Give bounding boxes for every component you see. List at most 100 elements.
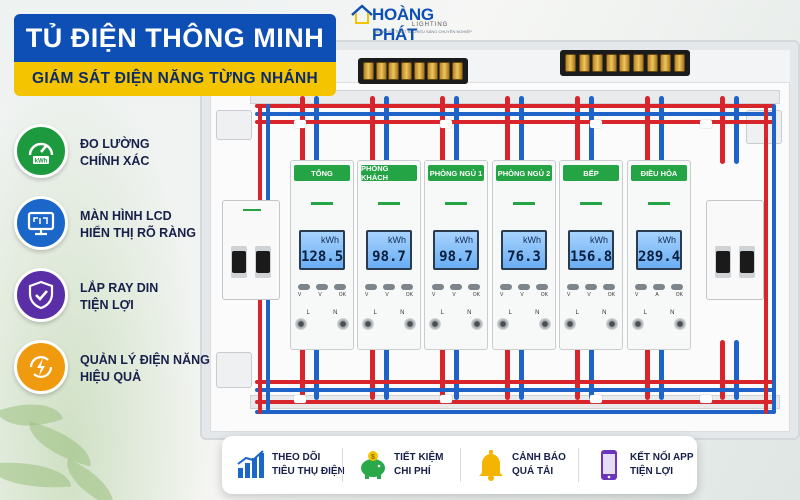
terminal-label: L: [575, 310, 579, 316]
meter-button[interactable]: [432, 284, 444, 290]
meter-button[interactable]: [500, 284, 512, 290]
meter-button-label: OK: [472, 292, 480, 298]
meter-button[interactable]: [653, 284, 665, 290]
meter-button-label: V: [452, 292, 456, 298]
red-wire: [440, 96, 445, 164]
meter-button[interactable]: [536, 284, 548, 290]
cabinet-hinge: [216, 110, 252, 140]
terminal-label: N: [535, 310, 540, 316]
red-wire: [370, 340, 375, 400]
lcd-unit: kWh: [388, 235, 406, 245]
benefit-line2: QUÁ TẢI: [512, 466, 554, 477]
feature-line2: CHÍNH XÁC: [80, 154, 150, 168]
meter-button[interactable]: [603, 284, 615, 290]
lcd-unit: kWh: [523, 235, 541, 245]
meter-label: PHÒNG NGỦ 1: [428, 165, 484, 181]
wire-clip: [440, 395, 452, 403]
main-breaker-right: [706, 200, 764, 300]
red-wire: [255, 120, 775, 124]
meter-button[interactable]: [401, 284, 413, 290]
wire-clip: [440, 120, 452, 128]
breaker-toggle: [232, 251, 246, 273]
meter-button-label: OK: [540, 292, 548, 298]
red-wire: [764, 104, 768, 414]
wire-clip: [700, 395, 712, 403]
terminal-label: L: [373, 310, 377, 316]
terminal-screw: [674, 318, 686, 330]
cabinet-hinge: [216, 352, 252, 388]
red-wire: [575, 340, 580, 400]
meter-button-label: V: [385, 292, 389, 298]
meter-button[interactable]: [365, 284, 377, 290]
meter-button[interactable]: [298, 284, 310, 290]
blue-wire: [734, 340, 739, 400]
page-subtitle: GIÁM SÁT ĐIỆN NĂNG TỪNG NHÁNH: [14, 62, 336, 96]
logo-lighting: LIGHTING: [412, 22, 449, 28]
terminal-label: N: [333, 310, 338, 316]
meter-button[interactable]: [383, 284, 395, 290]
terminal-screw: [429, 318, 441, 330]
meter-button-label: V: [365, 292, 369, 298]
benefit-line2: CHI PHÍ: [394, 466, 431, 477]
meter-buttons: [635, 284, 683, 290]
meter-button-label: V: [567, 292, 571, 298]
benefit-item: $ TIẾT KIỆM CHI PHÍ: [346, 436, 464, 494]
meter-label: BẾP: [563, 165, 619, 181]
blue-wire: [454, 340, 459, 400]
terminal-screw: [337, 318, 349, 330]
feature-line1: QUẢN LÝ ĐIỆN NĂNG: [80, 353, 210, 367]
separator: [578, 448, 579, 482]
wire-clip: [700, 120, 712, 128]
meter-button[interactable]: [585, 284, 597, 290]
blue-wire: [454, 96, 459, 164]
meter-button[interactable]: [567, 284, 579, 290]
meter-button[interactable]: [518, 284, 530, 290]
feature-item: kWh ĐO LƯỜNG CHÍNH XÁC: [14, 124, 214, 184]
benefit-line1: CẢNH BÁO: [512, 452, 566, 463]
lightning-icon: [14, 340, 68, 394]
red-wire: [575, 96, 580, 164]
meter-button[interactable]: [334, 284, 346, 290]
feature-item: QUẢN LÝ ĐIỆN NĂNG HIỆU QUẢ: [14, 340, 214, 400]
meter-button[interactable]: [635, 284, 647, 290]
meter-button[interactable]: [450, 284, 462, 290]
feature-line1: ĐO LƯỜNG: [80, 137, 150, 151]
meter-button[interactable]: [468, 284, 480, 290]
meter-button[interactable]: [671, 284, 683, 290]
terminal-screws: [362, 318, 416, 330]
red-wire: [505, 340, 510, 400]
bell-icon: [479, 450, 503, 481]
meter-indicator-strip: [378, 202, 400, 205]
busbar-left: [358, 58, 468, 84]
svg-text:kWh: kWh: [35, 159, 48, 165]
wire-clip: [294, 120, 306, 128]
terminal-screw: [497, 318, 509, 330]
meter-button-label: V: [500, 292, 504, 298]
benefit-line1: KẾT NỐI APP: [630, 452, 694, 463]
meter-button-label: OK: [607, 292, 615, 298]
terminal-screws: [429, 318, 483, 330]
red-wire: [370, 96, 375, 164]
lcd-unit: kWh: [321, 235, 339, 245]
separator: [460, 448, 461, 482]
blue-wire: [659, 96, 664, 164]
blue-wire: [734, 96, 739, 164]
blue-wire: [384, 340, 389, 400]
meter-buttons: [298, 284, 346, 290]
blue-wire: [255, 388, 775, 392]
terminal-label: N: [670, 310, 675, 316]
meter-label: PHÒNG NGỦ 2: [496, 165, 552, 181]
terminal-label: L: [440, 310, 444, 316]
meter-label: PHÒNG KHÁCH: [361, 164, 417, 182]
meter-buttons: [500, 284, 548, 290]
meter-kwh-icon: kWh: [14, 124, 68, 178]
meter-buttons: [365, 284, 413, 290]
breaker-toggle: [256, 251, 270, 273]
lcd-value: 98.7: [439, 249, 473, 265]
terminal-screws: [295, 318, 349, 330]
terminal-screw: [606, 318, 618, 330]
breaker-toggle: [740, 251, 754, 273]
meter-button[interactable]: [316, 284, 328, 290]
meter-button-label: OK: [675, 292, 683, 298]
